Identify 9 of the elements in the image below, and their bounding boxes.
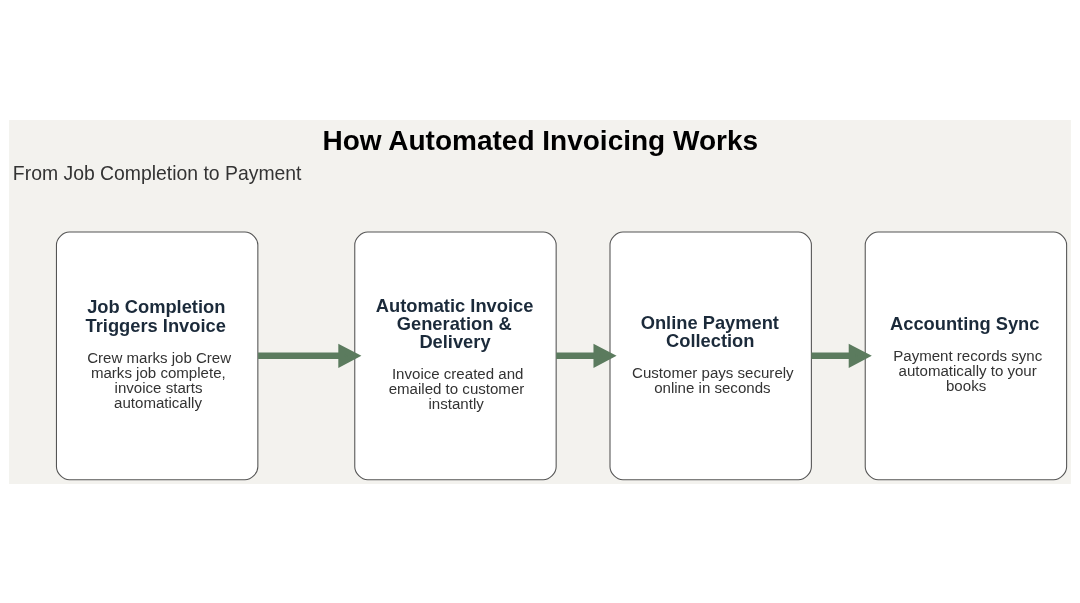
- arrow: [811, 343, 872, 368]
- arrow: [556, 343, 617, 368]
- node-box: Accounting Sync Payment records sync automatically to your books: [864, 230, 1068, 480]
- label: From Job Completion to Payment: [12, 161, 302, 184]
- node-box: Automatic Invoice Generation & Delivery Invoice created and emailed to customer instantly: [354, 230, 557, 480]
- arrow: [258, 343, 362, 368]
- node-box: Online Payment Collection Customer pays securely online in seconds: [609, 230, 812, 480]
- diagram-title: How Automated Invoicing Works: [322, 124, 759, 156]
- node-box: Job Completion Triggers Invoice Crew marks job Crew marks job complete, invoice starts automatically: [55, 230, 259, 480]
